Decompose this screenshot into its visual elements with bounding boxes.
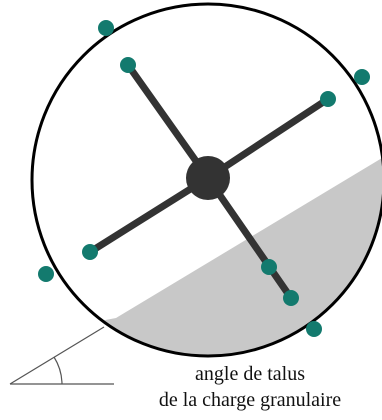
arm-lower-left (86, 174, 212, 256)
marker-dot (306, 321, 322, 337)
angle-arc (53, 356, 63, 385)
lifter-arms (86, 61, 332, 302)
marker-particles (38, 20, 370, 337)
drum-outline (30, 2, 382, 358)
caption-line-1: angle de talus (195, 363, 305, 385)
hub (186, 156, 230, 200)
marker-dot (82, 244, 98, 260)
arm-upper-left (124, 61, 212, 182)
marker-dot (261, 259, 277, 275)
marker-dot (38, 266, 54, 282)
repose-angle-indicator (9, 326, 114, 385)
marker-dot (98, 20, 114, 36)
marker-dot (283, 290, 299, 306)
marker-dot (120, 57, 136, 73)
caption-line-2: de la charge granulaire (158, 389, 342, 411)
arm-lower-right (204, 174, 295, 302)
angle-slope-line (9, 326, 105, 385)
marker-dot (320, 91, 336, 107)
arm-upper-right (204, 95, 332, 182)
marker-dot (354, 69, 370, 85)
